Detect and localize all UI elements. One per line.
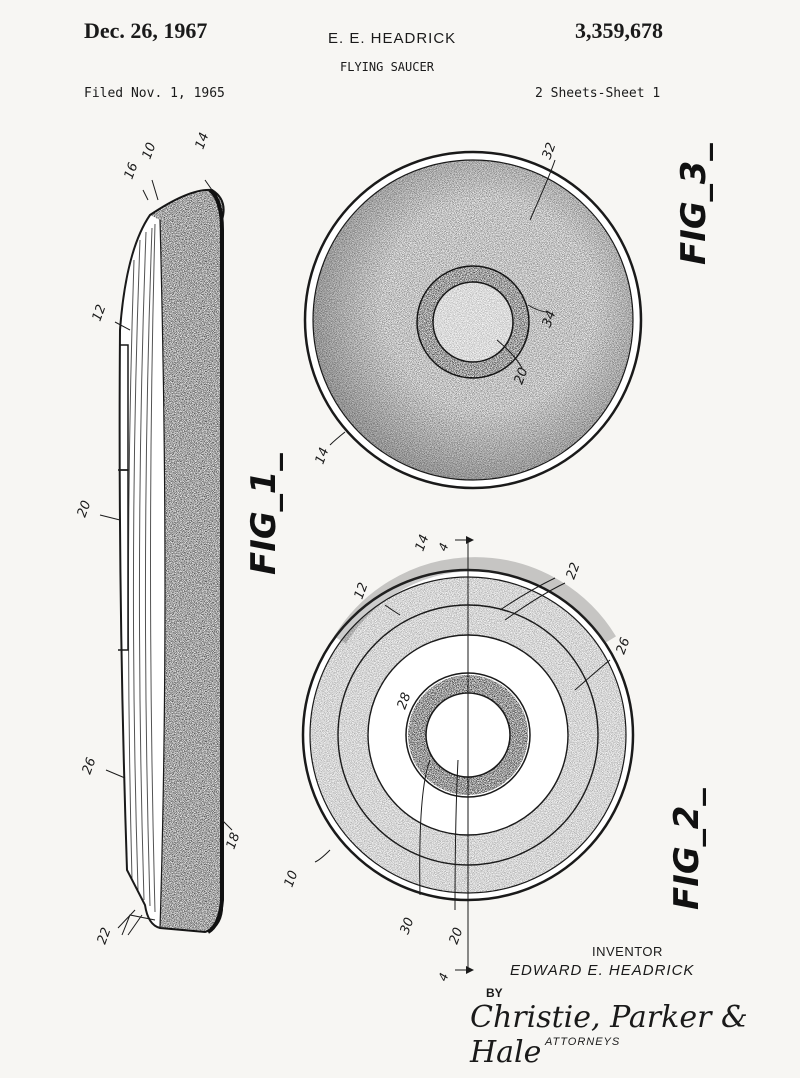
ref-14-fig3: 14 [313, 446, 333, 467]
section-mark-top: 4 [436, 541, 452, 553]
ref-30: 30 [398, 916, 418, 937]
patent-number: 3,359,678 [575, 18, 663, 43]
ref-26-fig2: 26 [614, 636, 634, 657]
ref-20-fig3: 20 [512, 366, 532, 387]
attorney-signature: Christie, Parker & Hale [470, 1000, 748, 1070]
ref-20-fig1: 20 [75, 499, 95, 520]
sheet-count: 2 Sheets-Sheet 1 [535, 86, 661, 101]
ref-14-fig2: 14 [413, 533, 433, 554]
ref-22-fig2: 22 [564, 561, 584, 582]
patent-title: FLYING SAUCER [340, 60, 434, 74]
ref-12-fig1: 12 [90, 303, 110, 324]
attorneys-label: ATTORNEYS [545, 1036, 621, 1048]
section-mark-bottom: 4 [436, 971, 452, 983]
ref-14-fig1: 14 [193, 131, 213, 152]
ref-22-fig1: 22 [95, 926, 115, 947]
patent-date: Dec. 26, 1967 [84, 18, 208, 43]
fig2-label: FIG_2_ [667, 788, 707, 910]
fig3-top-view [303, 150, 643, 490]
ref-16: 16 [122, 161, 142, 182]
inventor-label: INVENTOR [592, 944, 663, 959]
inventor-name: EDWARD E. HEADRICK [510, 962, 695, 979]
ref-20-fig2: 20 [447, 926, 467, 947]
fig2-bottom-view [301, 536, 635, 974]
ref-34: 34 [540, 309, 560, 330]
by-label: BY [486, 986, 503, 1000]
ref-12-fig2: 12 [352, 581, 372, 602]
fig3-label: FIG_3_ [674, 143, 714, 265]
ref-28: 28 [395, 691, 415, 712]
ref-10-fig1: 10 [140, 141, 160, 162]
inventor-header: E. E. HEADRICK [328, 30, 457, 47]
ref-26-fig1: 26 [80, 756, 100, 777]
ref-18: 18 [224, 831, 244, 852]
filed-date: Filed Nov. 1, 1965 [84, 86, 225, 101]
fig1-side-view [99, 179, 233, 936]
ref-32: 32 [540, 141, 560, 162]
ref-10-fig2: 10 [282, 869, 302, 890]
fig1-label: FIG_1_ [244, 453, 284, 575]
